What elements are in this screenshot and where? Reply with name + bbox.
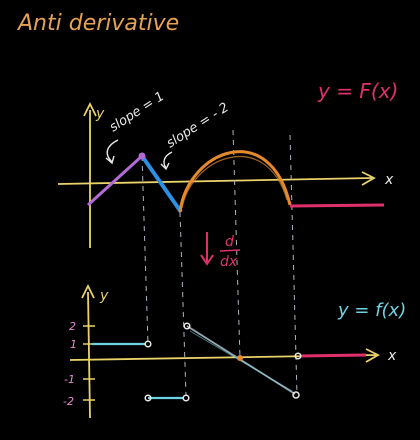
guide-line-4 xyxy=(289,134,298,396)
top-y-axis-arrowhead xyxy=(83,101,97,117)
slope-pointer-1-icon xyxy=(106,139,119,163)
fx-open-point-5 xyxy=(292,391,300,399)
slope-pointer-1-arrowhead xyxy=(105,155,115,165)
derivative-denominator: dx xyxy=(220,254,238,270)
fx-open-point-6 xyxy=(294,352,302,360)
curve-falling-segment xyxy=(140,154,183,214)
fx-segment-3-shading xyxy=(189,330,293,392)
top-x-axis xyxy=(57,177,373,185)
slope-label-1: slope = 1 xyxy=(107,89,167,135)
tick-label-1: 1 xyxy=(70,338,77,351)
curve-arc-shading xyxy=(181,156,288,209)
fx-zero-crossing-point xyxy=(237,355,243,361)
derivative-fraction-bar xyxy=(219,249,241,252)
fx-open-point-2 xyxy=(144,394,152,402)
tick-label-2: 2 xyxy=(69,320,76,333)
top-y-axis-label: y xyxy=(95,106,105,122)
tick-label-minus-2: -2 xyxy=(63,395,74,408)
top-x-axis-arrowhead xyxy=(361,171,376,186)
top-graph-label: y = F(x) xyxy=(317,79,398,103)
bottom-y-axis xyxy=(87,291,91,419)
guide-line-1 xyxy=(141,155,149,346)
slope-pointer-2-icon xyxy=(163,151,173,169)
fx-open-point-1 xyxy=(144,340,152,348)
bottom-y-axis-label: y xyxy=(99,288,109,304)
title: Anti derivative xyxy=(16,11,179,36)
curve-flat-segment xyxy=(289,203,385,208)
derivative-numerator: d xyxy=(225,234,234,250)
derivative-arrow-head xyxy=(200,254,214,266)
bottom-x-axis-arrowhead xyxy=(365,348,380,363)
peak-point xyxy=(138,152,146,160)
fx-segment-4 xyxy=(299,353,367,358)
guide-line-3 xyxy=(232,129,241,359)
fx-open-point-4 xyxy=(183,322,191,330)
top-x-axis-label: x xyxy=(384,172,394,188)
bottom-y-axis-arrowhead xyxy=(81,283,95,299)
guide-line-2 xyxy=(179,211,187,396)
curve-rising-segment xyxy=(86,154,144,207)
slope-pointer-2-arrowhead xyxy=(160,162,170,171)
slope-label-2: slope = - 2 xyxy=(164,100,232,151)
fx-open-point-3 xyxy=(182,394,190,402)
curve-arc-segment xyxy=(178,150,292,213)
bottom-x-axis-label: x xyxy=(387,348,397,364)
tick-label-minus-1: -1 xyxy=(64,373,75,386)
bottom-graph-label: y = f(x) xyxy=(337,300,406,321)
